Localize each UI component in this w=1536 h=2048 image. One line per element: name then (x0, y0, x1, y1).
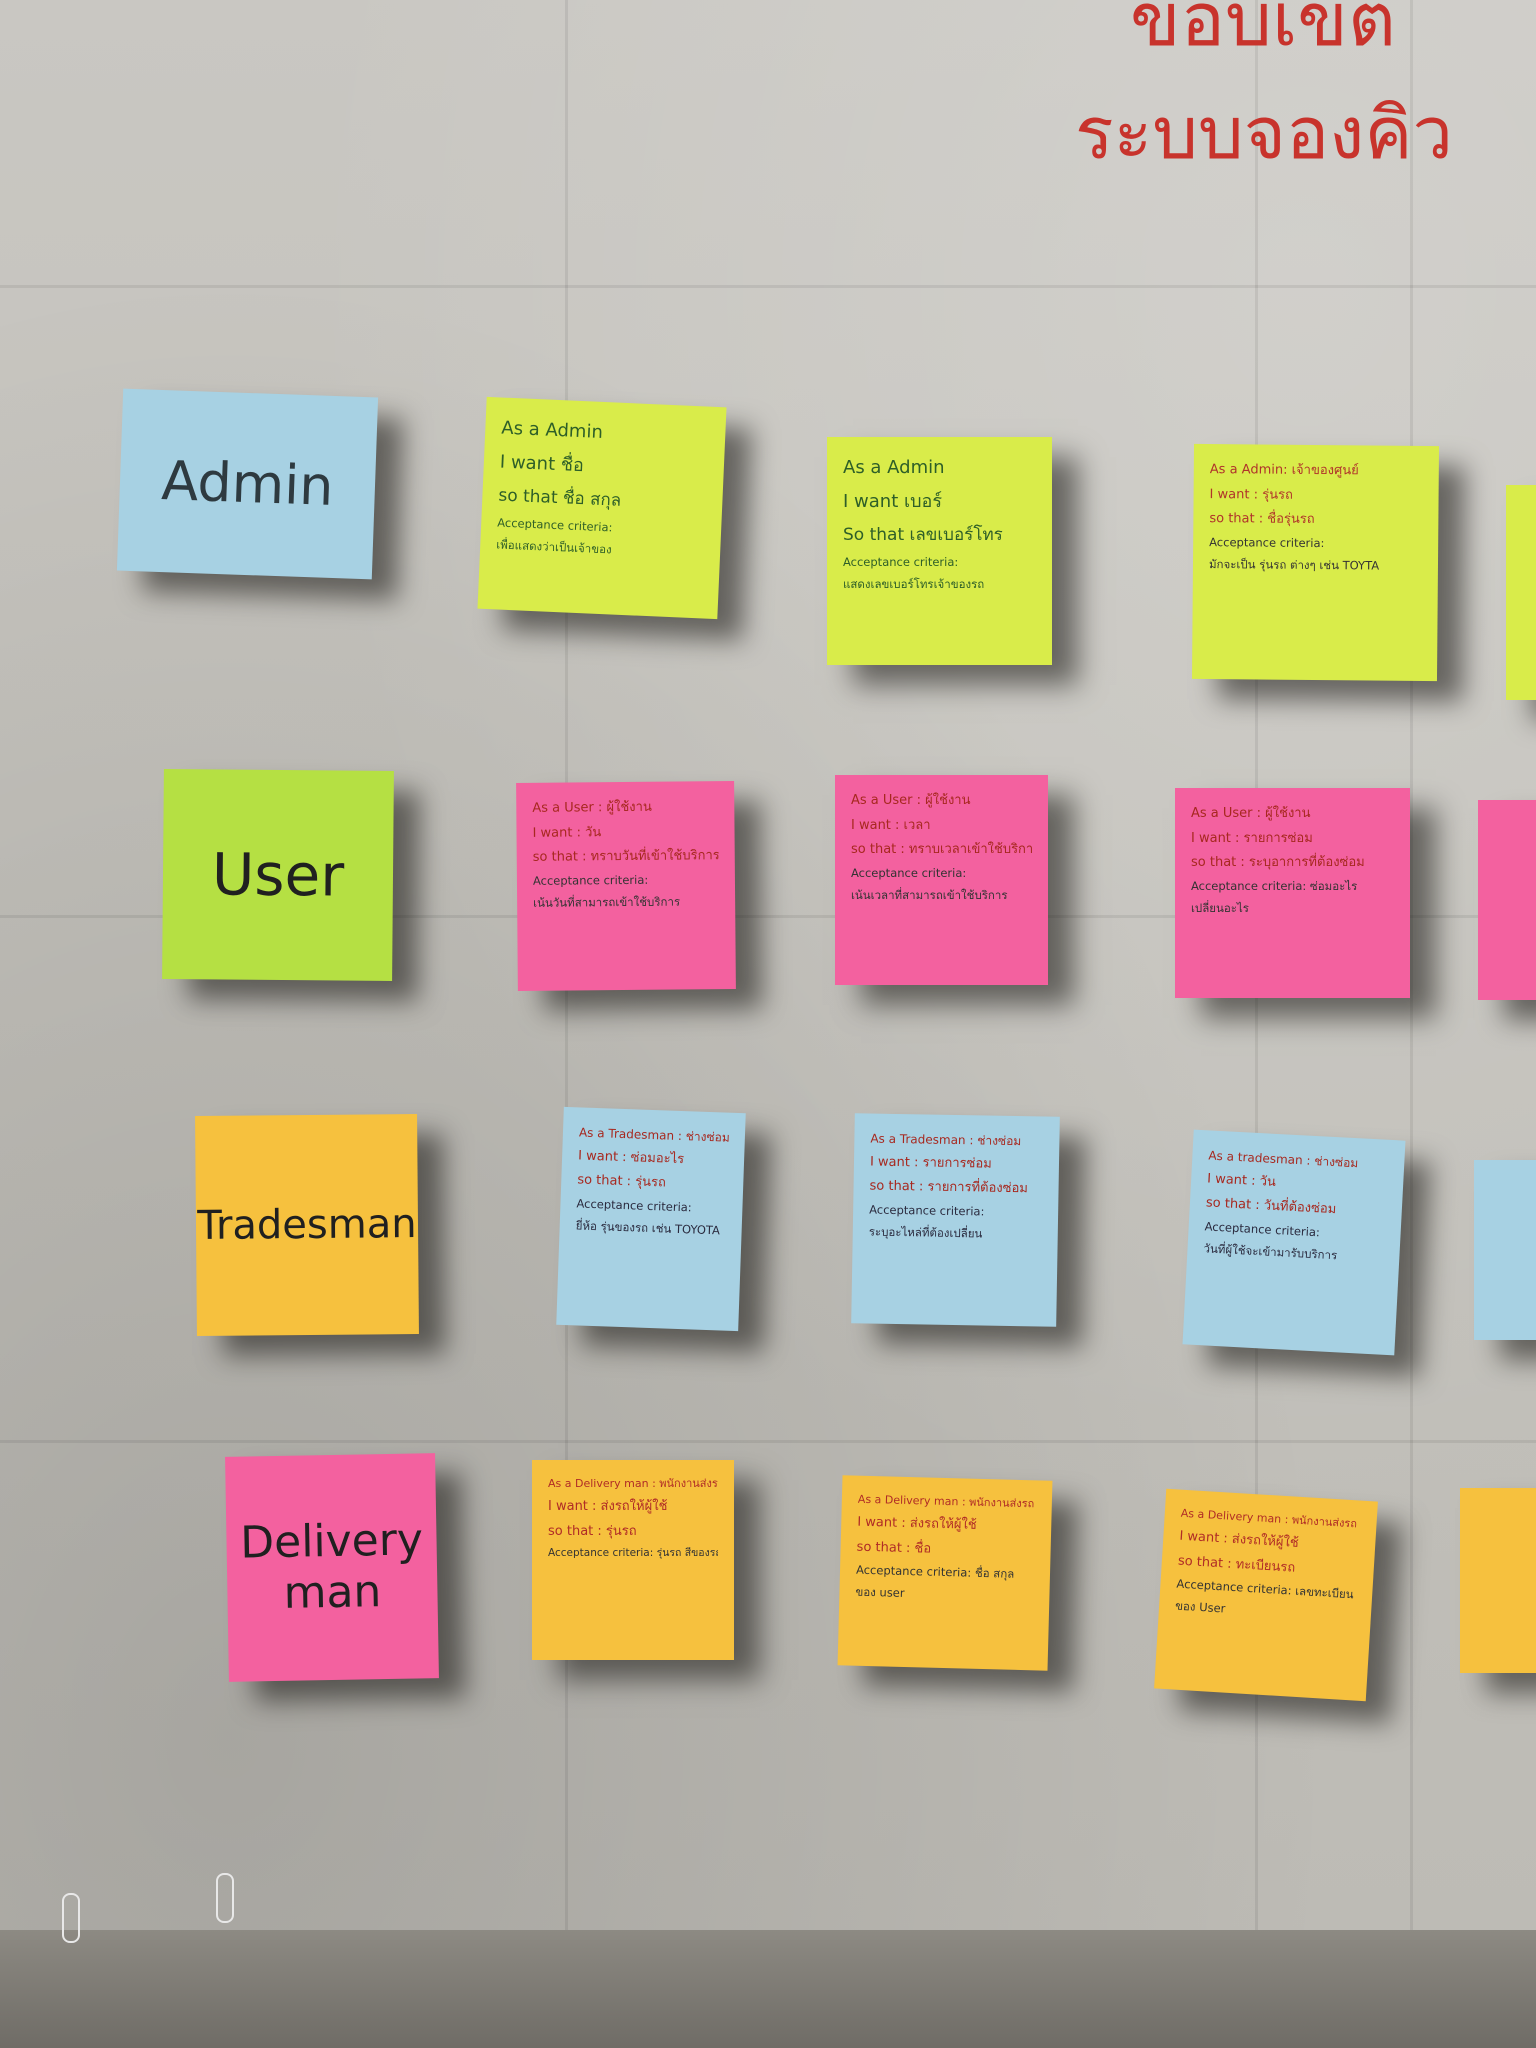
story-so: so that : รายการที่ต้องซ่อม (869, 1178, 1029, 1197)
story-ac-label: Acceptance criteria: (843, 554, 959, 569)
story-ac: แสดงเลขเบอร์โทรเจ้าของรถ (843, 576, 985, 591)
story-note-delivery-2: As a Delivery man : พนักงานส่งรถ I want … (837, 1475, 1053, 1671)
story-note-tradesman-1: As a Tradesman : ช่างซ่อม I want : ซ่อมอ… (556, 1106, 746, 1332)
floor (0, 1930, 1536, 2048)
story-so: so that : ชื่อรุ่นรถ (1209, 511, 1315, 528)
story-ac: เปลี่ยนอะไร (1191, 900, 1249, 915)
story-note-admin-2: As a Admin I want เบอร์ So that เลขเบอร์… (827, 437, 1052, 665)
story-want: I want : รายการซ่อม (869, 1154, 992, 1172)
story-note-user-2: As a User : ผู้ใช้งาน I want : เวลา so t… (835, 775, 1048, 985)
story-so: so that : รุ่นรถ (548, 1523, 637, 1539)
story-so: So that เลขเบอร์โทร (843, 525, 1003, 546)
story-note-delivery-1: As a Delivery man : พนักงานส่งรถ I want … (532, 1460, 734, 1660)
story-want: I want เบอร์ (843, 491, 943, 513)
story-note-tradesman-3: As a tradesman : ช่างซ่อม I want : วัน s… (1182, 1129, 1406, 1356)
role-note-user: User (162, 769, 394, 981)
story-want: I want : รุ่นรถ (1209, 486, 1293, 503)
role-label-admin: Admin (160, 448, 335, 518)
story-ac: เน้นเวลาที่สามารถเข้าใช้บริการ (851, 887, 1008, 902)
story-ac: ระบุอะไหล่ที่ต้องเปลี่ยน (868, 1224, 983, 1241)
story-note-admin-1: As a Admin I want ชื่อ so that ชื่อ สกุล… (477, 396, 727, 620)
story-note-admin-3: As a Admin: เจ้าของศูนย์ I want : รุ่นรถ… (1191, 443, 1440, 682)
board-subtitle: ระบบจองคิว (1075, 91, 1453, 175)
story-want: I want : วัน (532, 824, 602, 841)
story-ac-label: Acceptance criteria: (869, 1202, 985, 1219)
role-label-tradesman: Tradesman (197, 1201, 417, 1249)
story-ac-label: Acceptance criteria: รุ่นรถ สีของรถ (548, 1547, 718, 1560)
story-ac: ยี่ห้อ รุ่นของรถ เช่น TOYOTA (575, 1218, 721, 1238)
story-as: As a User : ผู้ใช้งาน (532, 799, 652, 816)
story-note-delivery-partial (1460, 1488, 1536, 1673)
story-note-tradesman-2: As a Tradesman : ช่างซ่อม I want : รายกา… (851, 1113, 1060, 1327)
story-note-user-partial (1478, 800, 1536, 1000)
paper-clip (62, 1893, 80, 1943)
story-as: As a Admin: เจ้าของศูนย์ (1209, 462, 1359, 479)
story-ac-label: Acceptance criteria: ซ่อมอะไร (1191, 879, 1358, 894)
story-want: I want : เวลา (851, 817, 931, 833)
story-want: I want : รายการซ่อม (1191, 830, 1313, 846)
story-want: I want : ส่งรถให้ผู้ใช้ (548, 1498, 668, 1514)
story-note-tradesman-partial (1474, 1160, 1536, 1340)
story-ac-label: Acceptance criteria: (1209, 535, 1325, 551)
story-so: so that : ทราบเวลาเข้าใช้บริการ (851, 842, 1032, 858)
role-label-delivery-man: Delivery man (239, 1514, 424, 1619)
role-note-delivery-man: Delivery man (225, 1453, 439, 1682)
paper-clip (216, 1873, 234, 1923)
story-note-user-3: As a User : ผู้ใช้งาน I want : รายการซ่อ… (1175, 788, 1410, 998)
story-note-delivery-3: As a Delivery man : พนักงานส่งรถ I want … (1154, 1488, 1378, 1702)
story-ac: ของ user (855, 1584, 905, 1601)
story-as: As a Admin (843, 457, 945, 478)
story-ac-label: Acceptance criteria: (851, 866, 967, 881)
story-so: so that : ทราบวันที่เข้าใช้บริการ (532, 848, 719, 866)
role-note-tradesman: Tradesman (195, 1114, 419, 1336)
story-as: As a User : ผู้ใช้งาน (851, 793, 971, 808)
role-label-user: User (211, 840, 345, 910)
story-so: so that : ระบุอาการที่ต้องซ่อม (1191, 855, 1365, 871)
story-note-admin-partial (1506, 485, 1536, 700)
story-as: As a Tradesman : ช่างซ่อม (870, 1131, 1022, 1149)
role-note-admin: Admin (116, 388, 379, 580)
story-note-user-1: As a User : ผู้ใช้งาน I want : วัน so th… (516, 781, 736, 991)
story-ac: เน้นวันที่สามารถเข้าใช้บริการ (533, 894, 681, 910)
story-ac-label: Acceptance criteria: (532, 872, 649, 888)
story-as: As a Delivery man : พนักงานส่งรถ (548, 1477, 718, 1490)
story-as: As a User : ผู้ใช้งาน (1191, 806, 1311, 821)
board-title: ขอบเขต (1130, 0, 1396, 63)
story-ac: มักจะเป็น รุ่นรถ ต่างๆ เช่น TOYTA (1208, 556, 1380, 573)
